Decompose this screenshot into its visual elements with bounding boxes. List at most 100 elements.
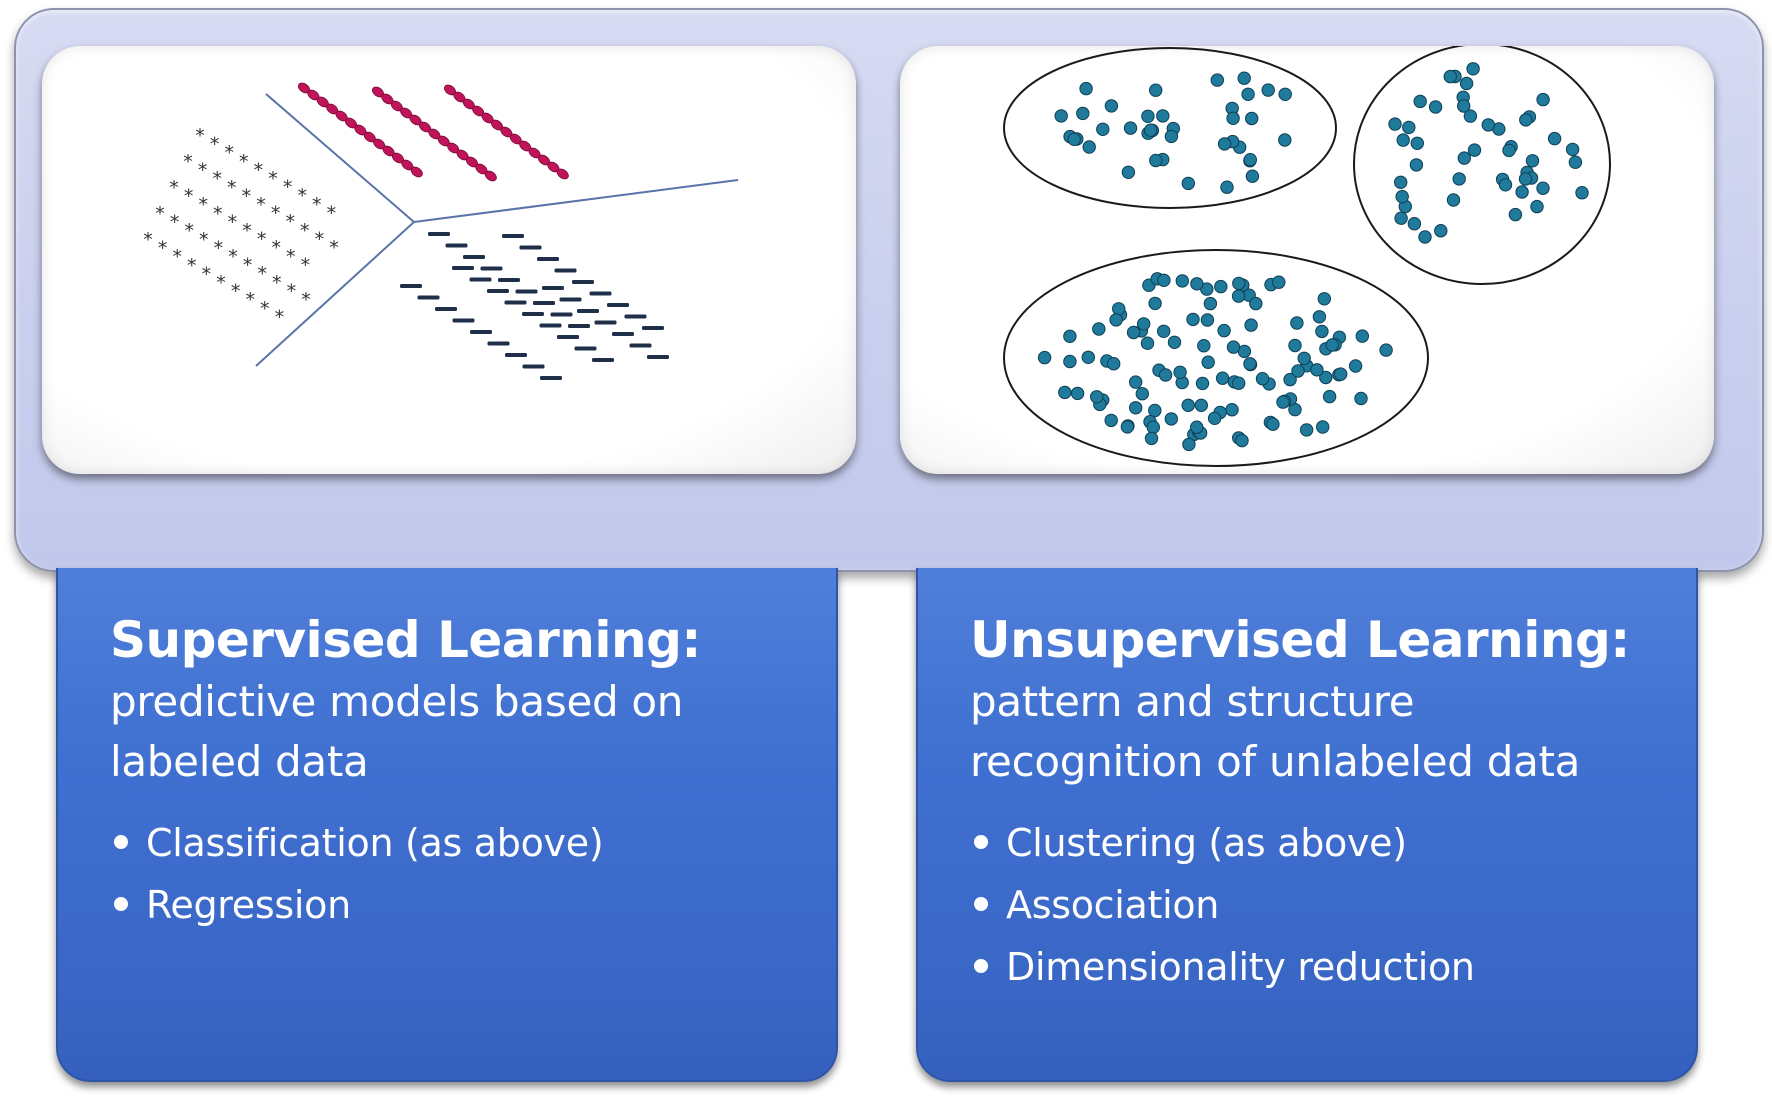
dash-marker <box>452 318 475 323</box>
cluster-dot <box>1261 83 1275 97</box>
cluster-dot <box>1186 312 1200 327</box>
cluster-dot <box>1547 131 1562 146</box>
bullet-icon <box>114 897 128 911</box>
cluster-dot <box>1317 292 1331 306</box>
cluster-dot <box>1272 275 1286 289</box>
cluster-dot <box>1235 433 1249 448</box>
dash-marker <box>522 364 545 369</box>
cluster-dot <box>1207 411 1222 425</box>
star-marker: * <box>242 185 252 207</box>
cluster-dot <box>1173 365 1187 379</box>
star-marker: * <box>184 220 194 242</box>
star-marker: * <box>312 194 322 216</box>
cluster-dot <box>1144 431 1159 446</box>
cluster-dot <box>1158 368 1173 382</box>
star-marker: * <box>198 160 208 182</box>
cluster-dot <box>1104 99 1119 113</box>
cluster-dot <box>1149 83 1163 97</box>
cluster-dot <box>1226 111 1240 126</box>
dash-marker <box>559 297 582 302</box>
cluster-dot <box>1283 372 1297 387</box>
star-marker: * <box>169 177 179 199</box>
supervised-title: Supervised Learning: <box>110 611 701 669</box>
star-class-group: ****************************************… <box>143 125 339 328</box>
divider-line <box>413 179 739 223</box>
cluster-dot <box>1157 273 1171 288</box>
unsupervised-card: Unsupervised Learning: pattern and struc… <box>916 568 1698 1082</box>
cluster-dot <box>1140 336 1155 350</box>
cluster-dot <box>1278 87 1292 101</box>
cluster-dots <box>1037 62 1589 452</box>
star-marker: * <box>228 246 238 268</box>
star-marker: * <box>329 237 339 259</box>
star-marker: * <box>327 202 337 224</box>
cluster-dot <box>1443 69 1457 84</box>
star-marker: * <box>271 237 281 259</box>
cluster-dot <box>1063 329 1077 343</box>
cluster-dot <box>1334 367 1348 381</box>
star-marker: * <box>315 228 325 250</box>
list-item-dimensionality-reduction: Dimensionality reduction <box>970 936 1676 998</box>
dash-marker <box>498 278 520 282</box>
star-marker: * <box>275 306 285 328</box>
star-marker: * <box>155 203 165 225</box>
cluster-dot <box>1518 172 1533 186</box>
dash-class-group <box>400 232 669 380</box>
cluster-dot <box>1164 129 1179 144</box>
cluster-dot <box>1090 390 1104 404</box>
star-marker: * <box>227 177 237 199</box>
cluster-dot <box>1217 137 1232 151</box>
cluster-dot <box>1096 122 1110 137</box>
cluster-dot <box>1232 376 1246 390</box>
list-item-label: Clustering (as above) <box>1006 821 1407 865</box>
cluster-dot <box>1217 323 1231 338</box>
cluster-dot <box>1203 296 1218 311</box>
cluster-dot <box>1079 81 1093 96</box>
ellipse-marker <box>556 168 569 180</box>
cluster-dot <box>1394 175 1408 190</box>
star-marker: * <box>272 272 282 294</box>
cluster-dot <box>1214 279 1228 294</box>
cluster-dot <box>1266 417 1280 431</box>
divider-line <box>255 221 415 367</box>
cluster-dot <box>1201 355 1215 369</box>
cluster-dot <box>1226 340 1241 354</box>
bullet-icon <box>974 959 988 973</box>
dash-marker <box>647 355 669 359</box>
dash-marker <box>435 307 457 311</box>
dash-marker <box>568 324 590 328</box>
cluster-dot <box>1498 178 1513 192</box>
cluster-dot <box>1037 350 1052 365</box>
cluster-dot <box>1067 132 1081 147</box>
cluster-outline <box>1353 46 1611 285</box>
unsupervised-description-line-2: recognition of unlabeled data <box>970 737 1581 786</box>
cluster-dot <box>1144 123 1158 137</box>
star-marker: * <box>202 263 212 285</box>
cluster-dot <box>1457 99 1471 113</box>
cluster-dot <box>1231 289 1246 303</box>
cluster-dot <box>1237 71 1251 85</box>
dash-marker <box>428 232 450 236</box>
cluster-dot <box>1568 155 1583 169</box>
dash-marker <box>542 286 564 290</box>
cluster-dot <box>1276 395 1290 409</box>
cluster-dot <box>1195 376 1210 391</box>
star-marker: * <box>195 125 205 147</box>
cluster-dot <box>1459 76 1474 91</box>
dash-marker <box>540 376 562 380</box>
star-marker: * <box>199 229 209 251</box>
supervised-description-line-2: labeled data <box>110 737 369 786</box>
cluster-dot <box>1452 172 1466 186</box>
cluster-dot <box>1525 154 1540 168</box>
divider-line <box>265 93 415 223</box>
cluster-dot <box>1190 277 1204 291</box>
star-marker: * <box>210 134 220 156</box>
list-item-label: Regression <box>146 883 351 927</box>
cluster-dot <box>1149 153 1163 168</box>
star-marker: * <box>170 212 180 234</box>
dash-marker <box>452 266 474 270</box>
cluster-dot <box>1148 296 1162 311</box>
cluster-dot <box>1434 224 1448 238</box>
cluster-dot <box>1141 109 1155 124</box>
cluster-dot <box>1175 274 1189 288</box>
